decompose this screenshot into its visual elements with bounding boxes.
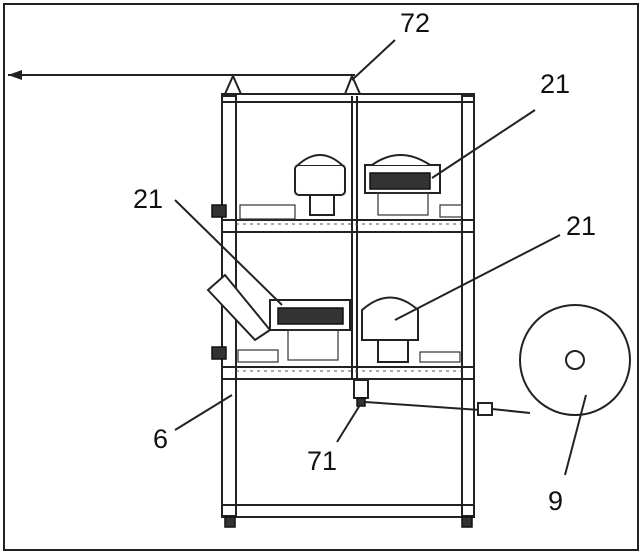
label-21-upper: 21	[540, 69, 570, 99]
frame-6	[221, 73, 475, 528]
feed-strip	[8, 70, 355, 80]
figure-border	[3, 3, 639, 551]
label-21-left: 21	[133, 184, 163, 214]
lower-left-unit-21	[206, 273, 351, 363]
leader-lines	[174, 39, 587, 476]
label-6: 6	[153, 424, 168, 454]
label-21-right: 21	[566, 211, 596, 241]
lower-right-unit-21	[361, 296, 461, 363]
material-roll-9	[519, 304, 631, 416]
upper-right-unit-21	[364, 154, 463, 218]
label-71: 71	[307, 446, 337, 476]
guide-71	[353, 379, 531, 416]
label-72: 72	[400, 8, 430, 38]
shelf-rollers	[236, 223, 462, 372]
upper-left-unit	[211, 154, 346, 220]
label-9: 9	[548, 486, 563, 516]
